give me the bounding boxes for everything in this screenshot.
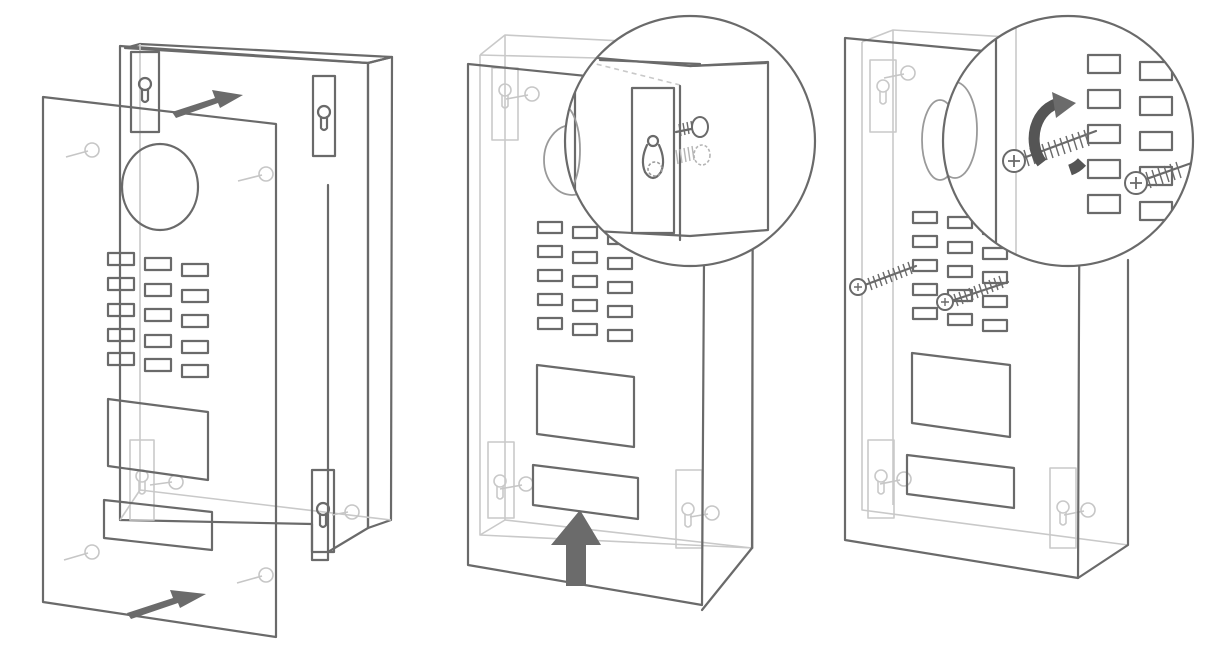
detail-magnifier: [563, 14, 817, 268]
display-window: [106, 397, 210, 482]
screw-icon: [63, 142, 274, 584]
detail-magnifier: [941, 14, 1195, 268]
direction-arrow-icon: [551, 510, 601, 586]
keyhole-slot-icon: [316, 104, 332, 132]
screw-icon: [849, 261, 918, 296]
name-plate: [102, 498, 214, 552]
display-window: [535, 363, 636, 449]
keypad: [536, 220, 634, 343]
screw-icon: [674, 116, 709, 138]
name-plate: [531, 463, 640, 521]
display-window: [910, 351, 1012, 439]
screw-icon: [675, 144, 711, 166]
screw-icon: [936, 275, 1010, 311]
step-1-illustration: [41, 42, 394, 639]
top-left-bracket: [129, 50, 161, 134]
keyhole-slot-icon: [641, 134, 665, 180]
top-right-bracket: [311, 74, 337, 158]
screw-icon: [1002, 129, 1098, 173]
front-cover-plate: [41, 95, 278, 639]
housing-box: [118, 42, 394, 562]
screw-icon: [1124, 158, 1193, 195]
direction-arrow-icon: [172, 90, 243, 118]
housing-bracket: [630, 86, 676, 235]
rotate-clockwise-icon: [1028, 92, 1087, 176]
bottom-right-bracket: [310, 468, 336, 554]
keypad: [106, 251, 210, 379]
step-3-illustration: [843, 14, 1195, 580]
direction-arrow-icon: [127, 590, 206, 619]
camera-window: [120, 142, 200, 232]
step-2-illustration: [466, 14, 817, 612]
name-plate: [905, 453, 1016, 510]
